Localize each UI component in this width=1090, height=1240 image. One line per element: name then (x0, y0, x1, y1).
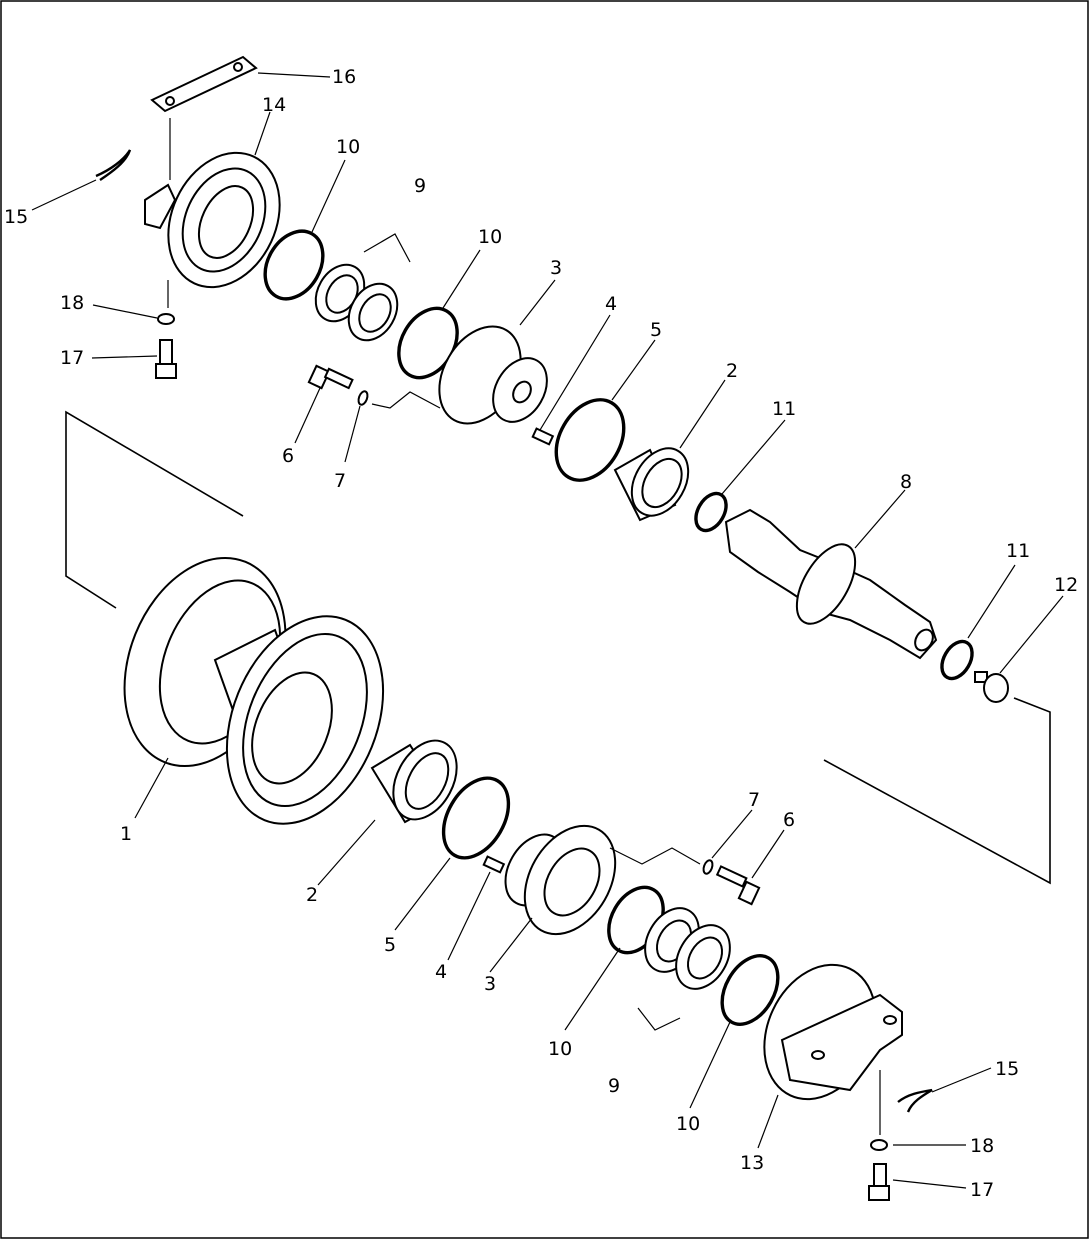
callout-4-upper: 4 (605, 293, 617, 315)
part-9-seal-lower (644, 907, 731, 990)
callout-3-upper: 3 (550, 257, 562, 279)
callout-5-upper: 5 (650, 319, 662, 341)
part-5-ring-lower (441, 776, 511, 860)
callout-2-lower: 2 (306, 884, 318, 906)
part-3-collar-lower (504, 824, 617, 936)
part-15-clip-lower (897, 1088, 933, 1113)
callout-10-lower-1: 10 (548, 1038, 572, 1060)
part-4-pin-upper (531, 427, 555, 446)
callout-15-lower: 15 (995, 1058, 1019, 1080)
callout-6-lower: 6 (783, 809, 795, 831)
part-12-plug (974, 671, 1009, 703)
callout-10-upper-2: 10 (478, 226, 502, 248)
assembly-guide-lines (65, 410, 1051, 885)
callout-17-upper: 17 (60, 347, 84, 369)
part-15-clip-upper (95, 149, 132, 181)
callout-7-lower: 7 (748, 789, 760, 811)
callout-10-upper-1: 10 (336, 136, 360, 158)
part-10-ring-lower-2 (720, 954, 780, 1026)
part-11-ring-right (940, 639, 974, 681)
part-8-shaft (724, 508, 938, 660)
callout-6-upper: 6 (282, 445, 294, 467)
part-4-pin-lower (482, 855, 506, 874)
part-5-ring-upper (554, 398, 626, 482)
callout-5-lower: 5 (384, 934, 396, 956)
callout-9-lower: 9 (608, 1075, 620, 1097)
callout-3-lower: 3 (484, 973, 496, 995)
part-11-ring-upper (694, 491, 728, 533)
callout-14: 14 (262, 94, 286, 116)
leader-lines (31, 72, 1064, 1189)
callout-18-upper: 18 (60, 292, 84, 314)
callout-16: 16 (332, 66, 356, 88)
callout-10-lower-2: 10 (676, 1113, 700, 1135)
callout-12: 12 (1054, 574, 1078, 596)
part-6-bolt-lower (715, 865, 761, 906)
part-2-bushing-lower (370, 739, 458, 824)
part-13-housing-lower (763, 963, 903, 1135)
part-7-washer-upper (357, 390, 369, 406)
part-6-bolt-upper (307, 364, 354, 390)
part-18-washer-lower (870, 1139, 888, 1151)
callout-2-upper: 2 (726, 360, 738, 382)
callout-1: 1 (120, 823, 132, 845)
part-1-roller (123, 556, 385, 825)
callout-labels: 16 14 15 18 17 10 9 10 3 4 5 2 11 8 11 1… (4, 66, 1078, 1201)
callout-9-upper: 9 (414, 175, 426, 197)
callout-4-lower: 4 (435, 961, 447, 983)
part-9-seal-upper (314, 263, 399, 342)
part-18-washer-upper (157, 313, 175, 325)
part-7-washer-lower (702, 859, 714, 875)
part-17-bolt-lower (868, 1163, 890, 1201)
part-17-bolt-upper (155, 339, 177, 379)
callout-13: 13 (740, 1152, 764, 1174)
callout-11-right: 11 (1006, 540, 1030, 562)
callout-8: 8 (900, 471, 912, 493)
part-10-ring-upper-1 (263, 229, 325, 301)
callout-11-upper: 11 (772, 398, 796, 420)
callout-18-lower: 18 (970, 1135, 994, 1157)
callout-17-lower: 17 (970, 1179, 994, 1201)
part-2-bushing-upper (613, 447, 690, 522)
callout-15-upper: 15 (4, 206, 28, 228)
part-3-collar-upper (438, 325, 548, 425)
callout-7-upper: 7 (334, 470, 346, 492)
part-16-plate (150, 55, 258, 180)
part-14-housing-upper (144, 151, 281, 308)
